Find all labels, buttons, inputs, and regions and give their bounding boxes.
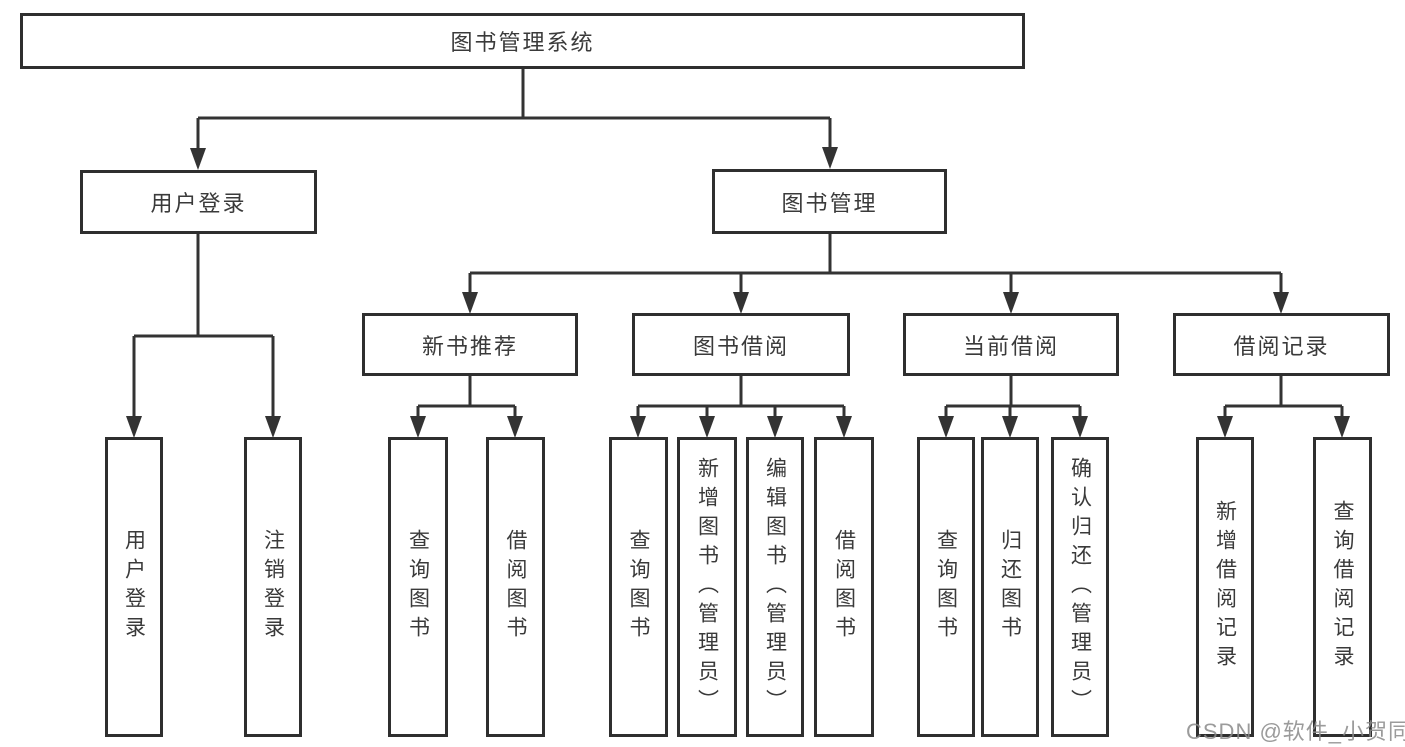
leaf-confirm-return-admin-label: 确认归还（管理员） (1068, 456, 1092, 718)
leaf-query-books-recommend: 查询图书 (388, 437, 448, 737)
leaf-edit-book-admin-label: 编辑图书（管理员） (763, 456, 787, 718)
node-borrow-records: 借阅记录 (1173, 313, 1390, 376)
leaf-borrow-books-recommend-label: 借阅图书 (504, 529, 527, 645)
leaf-add-book-admin-label: 新增图书（管理员） (695, 456, 719, 718)
edge-book-borrow-children (630, 376, 852, 438)
csdn-watermark: CSDN @软件_小贺同学 (1186, 719, 1405, 744)
node-borrow-records-label: 借阅记录 (1233, 333, 1330, 359)
edge-new-book-recommend-children (410, 376, 523, 438)
edge-book-management-children (462, 234, 1289, 314)
node-current-borrow: 当前借阅 (903, 313, 1119, 376)
leaf-logout: 注销登录 (244, 437, 302, 737)
leaf-query-books-current-label: 查询图书 (934, 529, 958, 645)
node-user-login-label: 用户登录 (150, 191, 247, 216)
node-book-borrow: 图书借阅 (632, 313, 850, 376)
node-user-login: 用户登录 (80, 170, 317, 234)
leaf-confirm-return-admin: 确认归还（管理员） (1051, 437, 1109, 737)
edge-root-to-level2 (190, 69, 838, 170)
leaf-query-borrow-record-label: 查询借阅记录 (1331, 500, 1354, 674)
edge-current-borrow-children (938, 376, 1088, 438)
node-book-management-label: 图书管理 (781, 190, 878, 216)
edge-borrow-records-children (1217, 376, 1350, 438)
node-book-management: 图书管理 (712, 169, 947, 234)
leaf-borrow-books: 借阅图书 (814, 437, 874, 737)
leaf-query-books-borrow: 查询图书 (609, 437, 668, 737)
leaf-query-borrow-record: 查询借阅记录 (1313, 437, 1372, 737)
leaf-user-login: 用户登录 (105, 437, 163, 737)
node-new-book-recommend: 新书推荐 (362, 313, 578, 376)
leaf-borrow-books-recommend: 借阅图书 (486, 437, 545, 737)
edge-user-login-children (126, 234, 281, 438)
leaf-return-book-label: 归还图书 (998, 529, 1022, 645)
leaf-query-books-borrow-label: 查询图书 (627, 529, 650, 645)
leaf-logout-label: 注销登录 (261, 529, 285, 645)
node-new-book-recommend-label: 新书推荐 (421, 333, 518, 359)
leaf-query-books-current: 查询图书 (917, 437, 975, 737)
leaf-add-borrow-record: 新增借阅记录 (1196, 437, 1254, 737)
leaf-borrow-books-label: 借阅图书 (832, 529, 856, 645)
node-root: 图书管理系统 (20, 13, 1025, 69)
leaf-user-login-label: 用户登录 (122, 529, 146, 645)
node-book-borrow-label: 图书借阅 (692, 333, 789, 359)
leaf-add-borrow-record-label: 新增借阅记录 (1213, 500, 1237, 674)
node-root-label: 图书管理系统 (450, 30, 595, 55)
leaf-query-books-recommend-label: 查询图书 (406, 529, 430, 645)
leaf-return-book: 归还图书 (981, 437, 1039, 737)
leaf-edit-book-admin: 编辑图书（管理员） (746, 437, 804, 737)
leaf-add-book-admin: 新增图书（管理员） (677, 437, 737, 737)
node-current-borrow-label: 当前借阅 (962, 333, 1059, 359)
